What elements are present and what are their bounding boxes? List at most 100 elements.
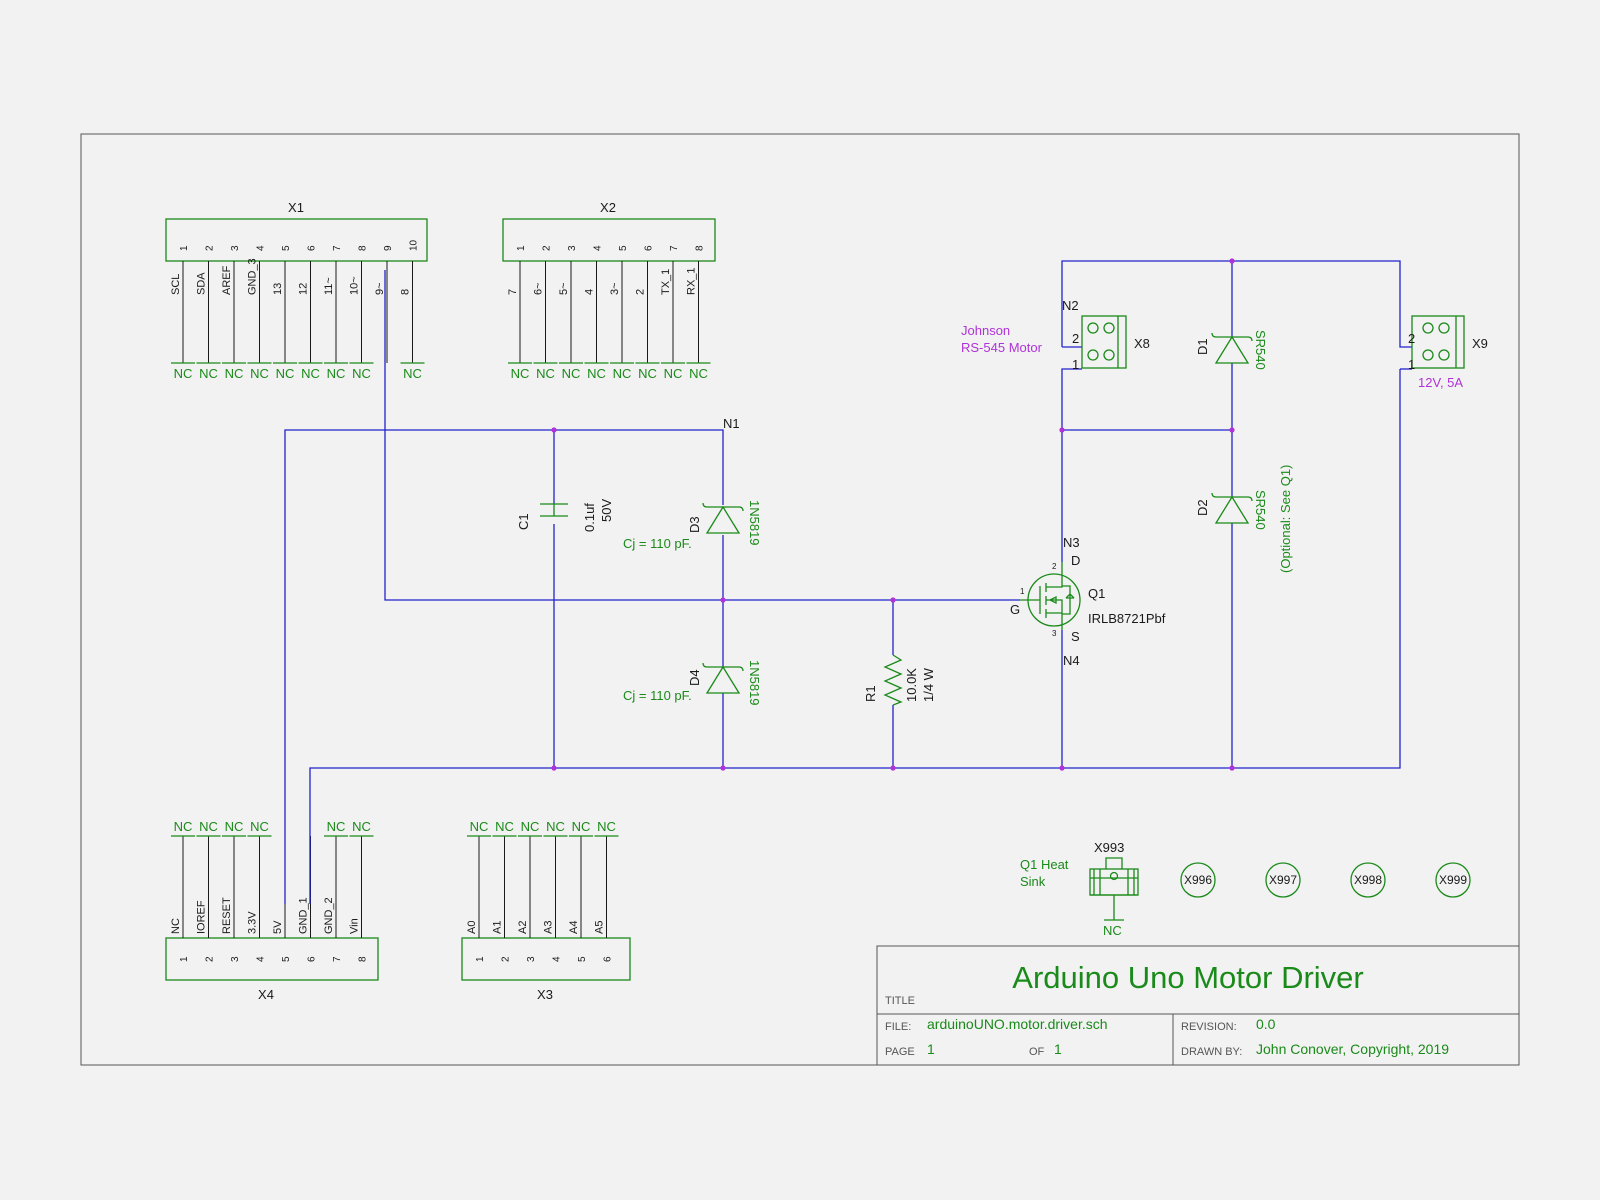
pin-number: 5 (618, 245, 629, 251)
drawn-by-label: DRAWN BY: (1181, 1046, 1242, 1058)
pin-signal: RX_1 (686, 267, 698, 295)
net-label-n2: N2 (1062, 298, 1079, 313)
nc-label: NC (352, 819, 371, 834)
pin-number: 10 (409, 239, 420, 251)
pin-number: 5 (281, 956, 292, 962)
of-label: OF (1029, 1046, 1045, 1058)
pin-signal: NC (170, 918, 182, 934)
diode-d1: D1 SR540 (1195, 330, 1268, 370)
pin-number: 3 (230, 956, 241, 962)
diode-d2: D2 SR540 (Optional: See Q1) (1195, 465, 1293, 573)
q1-pin-d: D (1071, 553, 1080, 568)
schottky-bar (702, 662, 744, 672)
pin-number: 4 (256, 245, 267, 251)
x8-pin2: 2 (1072, 331, 1079, 346)
d1-ref: D1 (1195, 338, 1210, 355)
nc-label: NC (199, 819, 218, 834)
x9-ref: X9 (1472, 336, 1488, 351)
mounting-hole-ref: X996 (1184, 873, 1212, 887)
pin-number: 1 (475, 956, 486, 962)
pin-signal: 5~ (558, 282, 570, 295)
connector-x9: 2 1 X9 12V, 5A (1408, 315, 1488, 390)
q1-part: IRLB8721Pbf (1088, 611, 1166, 626)
pin-signal: A3 (543, 921, 555, 934)
heat-sink-hole (1109, 871, 1119, 881)
r1-ref: R1 (863, 685, 878, 702)
d1-part: SR540 (1253, 330, 1268, 370)
title-label: TITLE (885, 995, 915, 1007)
pin-number: 3 (230, 245, 241, 251)
q1-pin-g: G (1010, 602, 1020, 617)
header-body (461, 937, 631, 981)
x8-ref: X8 (1134, 336, 1150, 351)
junction (1229, 765, 1235, 771)
wire-x8-pin1 (1061, 368, 1082, 562)
pin-number: 2 (205, 956, 216, 962)
junction (720, 597, 726, 603)
nc-label: NC (301, 366, 320, 381)
mosfet-body-diode (1062, 585, 1075, 615)
resistor-r1: R1 10.0K 1/4 W (863, 654, 936, 706)
mounting-hole-ref: X999 (1439, 873, 1467, 887)
d3-ref: D3 (687, 516, 702, 533)
pin-signal: 10~ (349, 276, 361, 295)
pin-signal: SDA (196, 272, 208, 295)
wire-gnd-rail (309, 369, 1401, 904)
pin-signal: A2 (517, 921, 529, 934)
mounting-hole-icon (1180, 862, 1216, 898)
nc-label: NC (174, 366, 193, 381)
d4-ref: D4 (687, 669, 702, 686)
nc-label: NC (225, 366, 244, 381)
pin-number: 4 (552, 956, 563, 962)
d4-part: 1N5819 (747, 660, 762, 706)
pin-signal: SCL (170, 274, 182, 295)
screw-icon (1422, 322, 1434, 334)
wire-top-rail (1061, 260, 1412, 348)
nc-label: NC (536, 366, 555, 381)
mosfet-q1: G 1 2 3 D S Q1 IRLB8721Pbf (1010, 553, 1166, 644)
pin-signal: A0 (466, 921, 478, 934)
x9-label: 12V, 5A (1418, 375, 1463, 390)
mounting-hole-icon (1265, 862, 1301, 898)
pin-number: 2 (501, 956, 512, 962)
screw-icon (1103, 349, 1115, 361)
pin-signal: 13 (272, 283, 284, 295)
pin-number: 9 (383, 245, 394, 251)
pin-number: 4 (593, 245, 604, 251)
nc-label: NC (613, 366, 632, 381)
pin-number: 5 (281, 245, 292, 251)
pin-signal: A5 (594, 921, 606, 934)
file-label: FILE: (885, 1021, 911, 1033)
junction (1229, 258, 1235, 264)
pin-number: 4 (256, 956, 267, 962)
nc-label: NC (327, 819, 346, 834)
c1-value: 0.1uf (582, 503, 597, 532)
net-label-n4: N4 (1063, 653, 1080, 668)
net-label-n1: N1 (723, 416, 740, 431)
nc-label: NC (689, 366, 708, 381)
title-block: Arduino Uno Motor Driver TITLE FILE: ard… (876, 945, 1519, 1065)
junction (1229, 427, 1235, 433)
x8-label-line1: Johnson (961, 323, 1010, 338)
file-name: arduinoUNO.motor.driver.sch (927, 1016, 1108, 1032)
d2-note: (Optional: See Q1) (1278, 465, 1293, 573)
pin-signal: 8 (400, 289, 412, 295)
page-label: PAGE (885, 1046, 915, 1058)
header-body (165, 937, 379, 981)
d4-note: Cj = 110 pF. (623, 688, 692, 703)
drawing-frame (80, 133, 1520, 1066)
x993-ref: X993 (1094, 840, 1124, 855)
page-number: 1 (927, 1041, 935, 1057)
junction (890, 765, 896, 771)
pin-signal: 6~ (533, 282, 545, 295)
d3-part: 1N5819 (747, 500, 762, 546)
nc-label: NC (597, 819, 616, 834)
d3-note: Cj = 110 pF. (623, 536, 692, 551)
screw-icon (1087, 322, 1099, 334)
pin-number: 6 (307, 245, 318, 251)
screw-icon (1438, 322, 1450, 334)
mounting-hole-icon (1350, 862, 1386, 898)
pin-signal: IOREF (196, 900, 208, 934)
pin-signal: GND_1 (298, 897, 310, 934)
